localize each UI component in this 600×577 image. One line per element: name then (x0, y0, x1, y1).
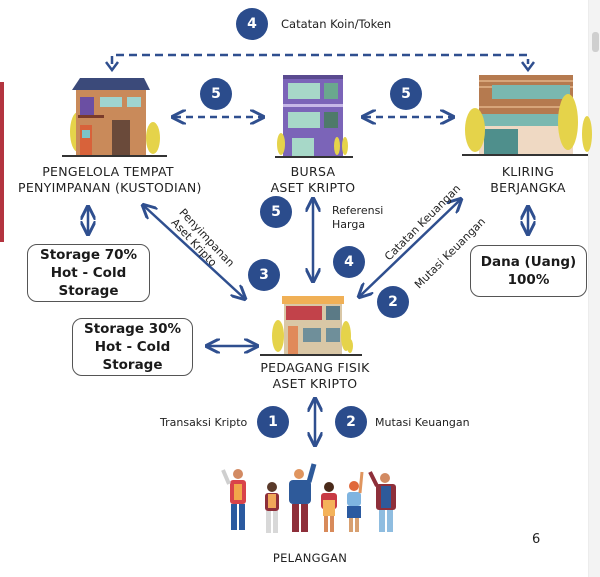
clearing-funds-line1: Dana (Uang) (480, 254, 577, 270)
flow-badge-crypto-transaction: 1 (257, 406, 289, 438)
custodian-storage-box: Storage 70% Hot - Cold Storage (27, 244, 150, 302)
flow-label-crypto-transaction: Transaksi Kripto (160, 416, 248, 429)
page-number: 6 (532, 532, 541, 547)
clearing-funds-box: Dana (Uang) 100% (470, 245, 587, 297)
custodian-storage-line1: Storage 70% (39, 247, 138, 263)
flow-label-money-mutation: Mutasi Keuangan (375, 416, 470, 429)
arrow-clearing-trader (360, 200, 460, 296)
flow-badge-financial-record: 4 (333, 246, 365, 278)
node-customers-title: PELANGGAN (272, 551, 348, 565)
flow-badge-money-mutation: 2 (335, 406, 367, 438)
node-clearing-line1: KLIRING (501, 164, 555, 179)
clearing-funds-line2: 100% (507, 272, 550, 288)
flow-badge-custodian-trader: 3 (248, 259, 280, 291)
flow-label-price-reference-2: Harga (332, 218, 366, 231)
node-exchange-title: BURSA ASET KRIPTO (255, 164, 371, 196)
left-accent-bar (0, 82, 4, 242)
arrow-custodian-trader (144, 206, 244, 298)
trader-storage-line1: Storage 30% (83, 321, 182, 337)
flow-badge-exchange-trader: 5 (260, 196, 292, 228)
flow-badge-coin-record: 4 (236, 8, 268, 40)
node-trader-title: PEDAGANG FISIK ASET KRIPTO (250, 360, 380, 392)
trader-storage-line3: Storage (102, 357, 163, 373)
node-trader-line1: PEDAGANG FISIK (260, 360, 370, 375)
custodian-storage-line2: Hot - Cold (50, 265, 127, 281)
shop-building-icon (260, 296, 362, 356)
node-trader-line2: ASET KRIPTO (272, 376, 358, 391)
flow-label-coin-record: Catatan Koin/Token (281, 17, 392, 31)
node-exchange-line1: BURSA (290, 164, 336, 179)
node-clearing-line2: BERJANGKA (490, 180, 566, 195)
commercial-building-icon (462, 75, 592, 156)
scrollbar-thumb[interactable] (592, 32, 599, 52)
house-building-icon (62, 78, 167, 157)
node-clearing-title: KLIRING BERJANGKA (470, 164, 586, 196)
trader-storage-box: Storage 30% Hot - Cold Storage (72, 318, 193, 376)
trader-storage-line2: Hot - Cold (94, 339, 171, 355)
people-group-icon (221, 463, 396, 533)
flow-label-price-reference-1: Referensi (332, 204, 384, 217)
node-custodian-line1: PENGELOLA TEMPAT (42, 164, 174, 179)
flow-badge-custodian-exchange: 5 (200, 78, 232, 110)
flow-badge-exchange-clearing: 5 (390, 78, 422, 110)
custodian-storage-line3: Storage (58, 283, 119, 299)
office-building-icon (275, 75, 353, 158)
node-exchange-line2: ASET KRIPTO (270, 180, 356, 195)
node-custodian-title: PENGELOLA TEMPAT PENYIMPANAN (KUSTODIAN) (18, 164, 202, 196)
arrow-top-coin-record (105, 53, 535, 73)
node-custodian-line2: PENYIMPANAN (KUSTODIAN) (18, 180, 202, 195)
flow-badge-financial-mutation: 2 (377, 286, 409, 318)
